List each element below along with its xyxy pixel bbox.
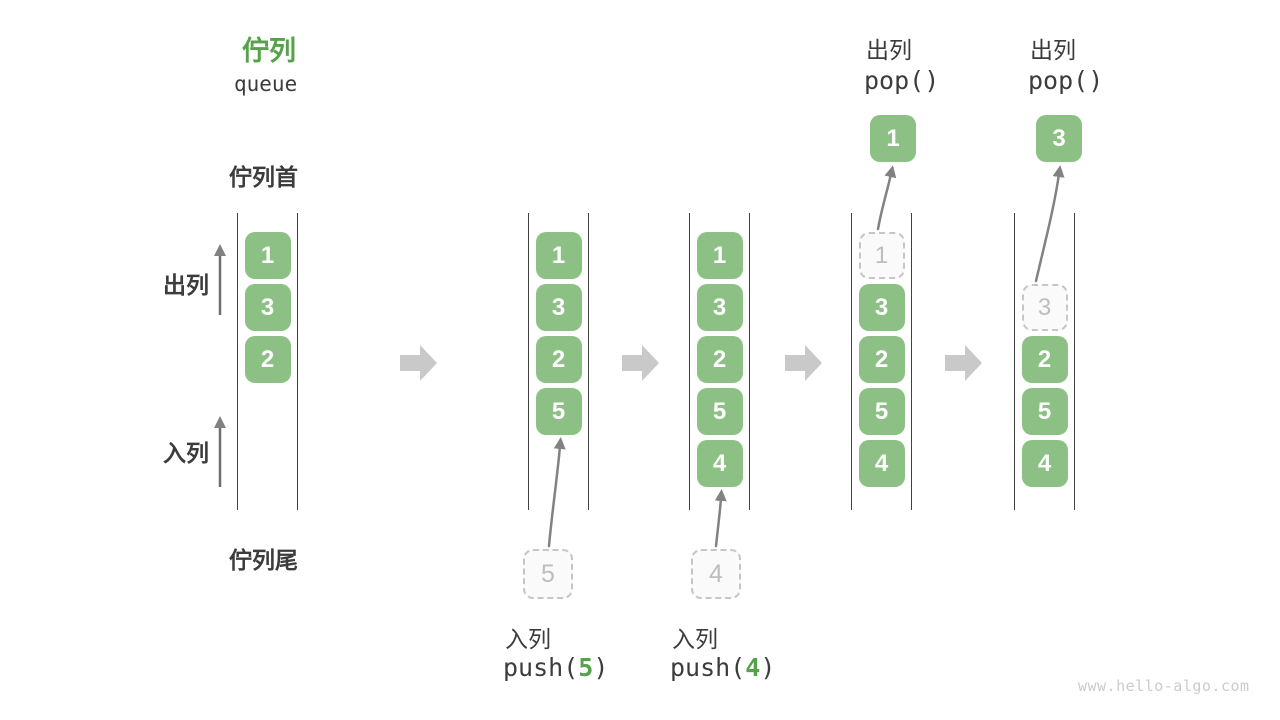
queue-cell: 4: [1021, 440, 1068, 487]
queue-cell: 5: [696, 388, 743, 435]
queue-cell: 5: [535, 388, 582, 435]
pop2-op-label: 出列: [1030, 37, 1076, 63]
diagram-title: 佇列: [242, 36, 296, 66]
popped-value-box: 3: [1036, 115, 1082, 162]
queue-cell: 3: [696, 284, 743, 331]
state-transition-arrow-icon: [945, 345, 982, 381]
queue-cell: 2: [696, 336, 743, 383]
queue-cell-popped-slot: 1: [858, 232, 905, 279]
watermark: www.hello-algo.com: [1078, 677, 1250, 695]
call-close: ): [760, 653, 776, 682]
push5-op-call: push(5): [503, 653, 608, 682]
queue-cell: 3: [244, 284, 291, 331]
push4-op-call: push(4): [670, 653, 775, 682]
push5-op-label: 入列: [505, 626, 551, 652]
pop1-op-call: pop(): [864, 66, 940, 95]
queue-cell: 5: [1021, 388, 1068, 435]
call-open: push(: [670, 653, 746, 682]
queue-cell: 1: [535, 232, 582, 279]
staged-push-value-box: 4: [691, 549, 741, 599]
queue-front-label: 佇列首: [229, 164, 298, 190]
queue-cell: 2: [535, 336, 582, 383]
enqueue-side-label: 入列: [163, 440, 209, 466]
queue-cell: 2: [1021, 336, 1068, 383]
queue-cell: 5: [858, 388, 905, 435]
queue-column-4: 1 3 2 5 4: [851, 213, 912, 510]
push4-op-label: 入列: [672, 626, 718, 652]
state-transition-arrow-icon: [622, 345, 659, 381]
call-arg: 5: [578, 653, 594, 682]
queue-cell: 3: [858, 284, 905, 331]
queue-column-1: 1 3 2: [237, 213, 298, 510]
state-transition-arrow-icon: [785, 345, 822, 381]
queue-rear-label: 佇列尾: [229, 547, 298, 573]
queue-cell: 4: [696, 440, 743, 487]
queue-cell: 3: [535, 284, 582, 331]
staged-push-value-box: 5: [523, 549, 573, 599]
queue-cell-popped-slot: 3: [1021, 284, 1068, 331]
dequeue-side-label: 出列: [163, 272, 209, 298]
queue-column-2: 1 3 2 5: [528, 213, 589, 510]
call-arg: 4: [745, 653, 761, 682]
diagram-subtitle: queue: [234, 72, 298, 96]
popped-value-box: 1: [870, 115, 916, 162]
queue-cell: 1: [696, 232, 743, 279]
queue-cell: 2: [244, 336, 291, 383]
call-close: ): [593, 653, 609, 682]
queue-cell: 2: [858, 336, 905, 383]
queue-column-3: 1 3 2 5 4: [689, 213, 750, 510]
pop1-op-label: 出列: [866, 37, 912, 63]
queue-column-5: 3 2 5 4: [1014, 213, 1075, 510]
queue-cell: 4: [858, 440, 905, 487]
state-transition-arrow-icon: [400, 345, 437, 381]
call-open: push(: [503, 653, 579, 682]
queue-cell: 1: [244, 232, 291, 279]
pop2-op-call: pop(): [1028, 66, 1104, 95]
